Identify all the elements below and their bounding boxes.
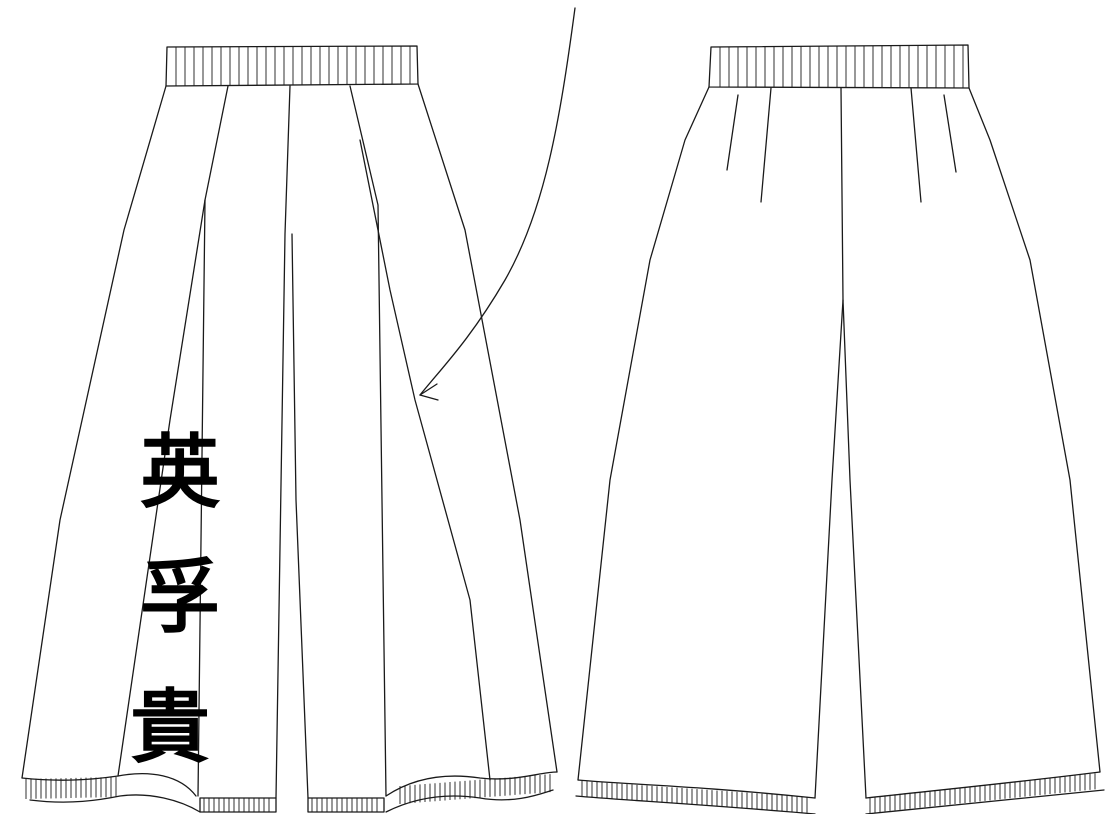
side-calligraphy: 英 孚 貴: [130, 425, 221, 774]
back-dart-2: [760, 87, 772, 203]
front-left-outseam: [21, 85, 167, 779]
back-dart-1: [726, 94, 739, 171]
back-waistband: [708, 44, 970, 89]
back-view-pants: [575, 44, 1105, 814]
front-left-inner-panel: [117, 199, 206, 777]
back-hem-cuffs: [575, 771, 1105, 814]
back-left-outseam: [577, 86, 710, 781]
back-dart-4: [943, 94, 957, 173]
front-center-right-line: [349, 85, 387, 797]
front-view-pants: 英 孚 貴: [21, 7, 576, 813]
front-right-pleat-edge: [359, 139, 491, 781]
back-right-inseam: [842, 299, 867, 799]
front-center-left-line: [275, 85, 291, 799]
back-left-inseam: [814, 87, 844, 799]
back-right-outseam: [968, 87, 1101, 773]
front-hem-cuffs: [21, 771, 558, 813]
front-waistband: [165, 45, 419, 87]
calligraphy-char-3: 貴: [130, 680, 210, 774]
back-dart-3: [910, 87, 922, 203]
front-right-outseam: [417, 83, 558, 773]
calligraphy-char-2: 孚: [140, 550, 220, 644]
callout-arrow: [419, 7, 576, 401]
front-center-slit: [291, 233, 309, 799]
calligraphy-char-1: 英: [140, 425, 221, 519]
